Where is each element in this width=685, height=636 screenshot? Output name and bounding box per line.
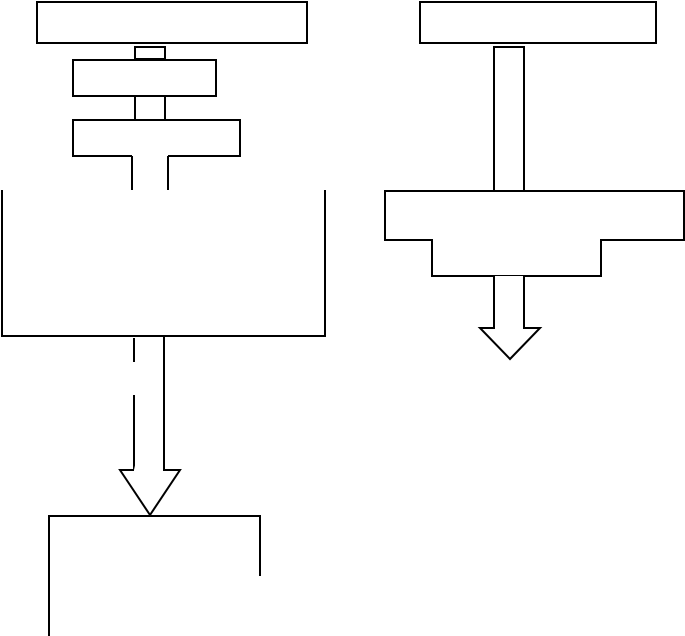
left-top-box xyxy=(36,1,308,44)
right-down-arrow xyxy=(477,276,543,361)
left-large-container xyxy=(1,190,326,337)
left-middle-box xyxy=(72,59,217,97)
right-shaft xyxy=(493,46,525,192)
left-connector-a xyxy=(134,46,166,60)
left-flow xyxy=(1,1,326,636)
right-stepped-block xyxy=(384,190,685,277)
right-flow xyxy=(384,1,685,361)
left-connector-b xyxy=(134,96,166,119)
left-bottom-box xyxy=(48,515,261,636)
left-lower-box xyxy=(72,119,241,157)
right-top-box xyxy=(419,1,657,44)
left-down-arrow xyxy=(118,336,182,517)
left-connector-c xyxy=(131,156,169,190)
